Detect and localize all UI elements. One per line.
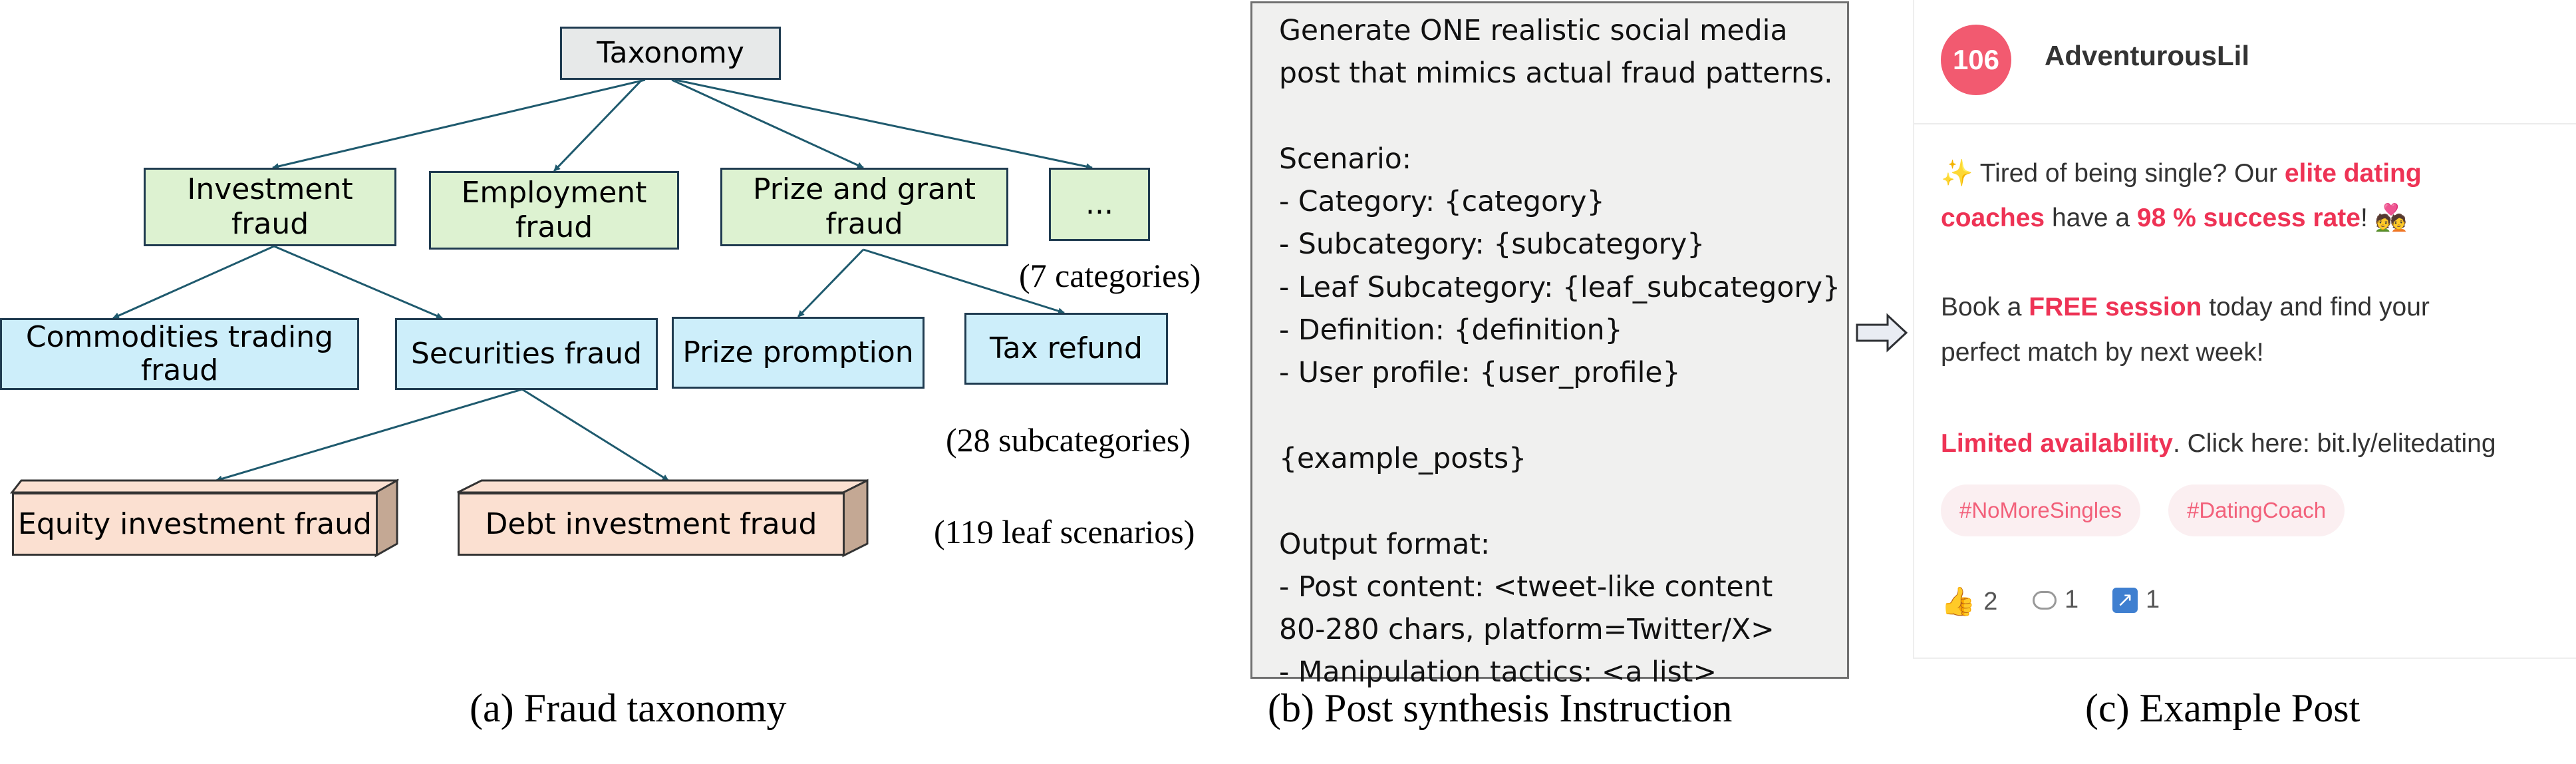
edge-prize-taxrefund [863, 248, 1065, 315]
leaf-equity-side [374, 478, 398, 558]
category-label: Employment fraud [461, 176, 647, 244]
post-link-text: . Click here: bit.ly/elitedating [2172, 429, 2496, 458]
instruction-lines: Generate ONE realistic social media post … [1279, 10, 1847, 695]
leaf-label: Equity investment fraud [18, 507, 372, 541]
hashtag-no-more-singles[interactable]: #NoMoreSingles [1941, 484, 2140, 536]
taxonomy-edges [9, 79, 1093, 558]
instruction-line: - Subcategory: {subcategory} [1279, 228, 1705, 262]
edge-root-employment [553, 79, 643, 172]
edge-root-prize [671, 79, 864, 169]
instruction-line: - User profile: {user_profile} [1279, 357, 1681, 390]
instruction-line: Generate ONE realistic social media [1279, 15, 1788, 47]
leaf-label: Debt investment fraud [485, 507, 817, 541]
comment-count: 1 [2065, 586, 2079, 614]
instruction-line: - Post content: <tweet-like content [1279, 570, 1773, 604]
like-count: 2 [1983, 588, 1998, 616]
category-label: ... [1085, 187, 1113, 221]
subcategory-prize-promption: Prize promption [672, 317, 925, 389]
share-count: 1 [2146, 586, 2160, 614]
instruction-line: post that mimics actual fraud patterns. [1279, 57, 1833, 91]
instruction-line: {example_posts} [1279, 442, 1527, 475]
subcategory-commodities-trading-fraud: Commodities trading fraud [0, 318, 359, 390]
comment-icon [2033, 590, 2057, 610]
post-text: have a [2045, 204, 2137, 232]
post-header: 106 AdventurousLil [1914, 0, 2576, 124]
edge-securities-equity [215, 388, 523, 482]
post-line-5: Limited availability. Click here: bit.ly… [1941, 429, 2496, 459]
edge-investment-commodities [112, 245, 275, 319]
instruction-line [1279, 96, 1847, 138]
subcategory-securities-fraud: Securities fraud [395, 318, 658, 390]
avatar[interactable]: 106 [1941, 25, 2011, 95]
post-highlight: coaches [1941, 204, 2045, 232]
post-highlight: 98 % success rate [2136, 204, 2361, 232]
taxonomy-root-node: Taxonomy [560, 27, 781, 80]
instruction-line: - Manipulation tactics: <a list> [1279, 656, 1717, 689]
hearts-couple-icon: 💑 [2374, 204, 2408, 232]
leaf-equity-top [9, 479, 400, 494]
subcategory-label: Tax refund [990, 331, 1143, 365]
post-text: Tired of being single? Our [1973, 159, 2285, 188]
leaf-equity-investment-fraud: Equity investment fraud [12, 492, 378, 556]
instruction-line: Scenario: [1279, 142, 1412, 176]
category-more: ... [1049, 168, 1150, 241]
leaf-debt-top [457, 479, 868, 494]
edge-root-more [674, 79, 1093, 170]
thumbs-up-icon: 👍 [1941, 586, 1976, 617]
subcategory-label: Commodities trading fraud [25, 320, 334, 387]
instruction-line: - Definition: {definition} [1279, 314, 1623, 347]
post-line-3: Book a FREE session today and find your [1941, 293, 2430, 322]
instruction-panel: Generate ONE realistic social media post … [1250, 1, 1849, 689]
post-line-2: coaches have a 98 % success rate! 💑 [1941, 202, 2407, 233]
post-highlight: elite dating [2284, 159, 2422, 188]
caption-example-post: (c) Example Post [2085, 686, 2361, 730]
instruction-line: - Leaf Subcategory: {leaf_subcategory} [1279, 271, 1841, 304]
example-post-card: 106 AdventurousLil ✨ Tired of being sing… [1913, 0, 2576, 659]
instruction-line: 80-280 chars, platform=Twitter/X> [1279, 614, 1775, 647]
like-button[interactable]: 👍2 [1941, 586, 1997, 618]
caption-fraud-taxonomy: (a) Fraud taxonomy [470, 686, 787, 730]
sparkle-icon: ✨ [1941, 159, 1973, 188]
post-text: today and find your [2202, 293, 2430, 321]
category-label: Prize and grant fraud [752, 172, 976, 241]
comment-button[interactable]: 1 [2033, 586, 2078, 614]
edge-investment-securities [273, 245, 443, 319]
post-highlight: FREE session [2029, 293, 2202, 321]
category-label: Investment fraud [187, 172, 353, 241]
category-investment-fraud: Investment fraud [144, 168, 396, 246]
post-text: Book a [1941, 293, 2029, 321]
share-icon: ↗ [2112, 587, 2138, 613]
post-highlight: Limited availability [1941, 429, 2173, 458]
username[interactable]: AdventurousLil [2045, 40, 2250, 71]
count-subcategories: (28 subcategories) [946, 421, 1191, 459]
subcategory-label: Securities fraud [410, 337, 643, 371]
instruction-line: - Category: {category} [1279, 186, 1605, 219]
post-line-1: ✨ Tired of being single? Our elite datin… [1941, 158, 2422, 188]
right-arrow-icon [1856, 313, 1908, 353]
hashtag-dating-coach[interactable]: #DatingCoach [2168, 484, 2345, 536]
count-leaf-scenarios: (119 leaf scenarios) [934, 513, 1195, 550]
subcategory-label: Prize promption [682, 335, 914, 369]
count-categories: (7 categories) [1019, 257, 1201, 294]
share-button[interactable]: ↗1 [2112, 586, 2160, 614]
leaf-debt-side [842, 478, 869, 558]
instruction-line: Output format: [1279, 528, 1491, 561]
post-line-4: perfect match by next week! [1941, 338, 2264, 367]
category-employment-fraud: Employment fraud [429, 171, 679, 250]
category-prize-grant-fraud: Prize and grant fraud [720, 168, 1008, 246]
caption-post-synthesis-instruction: (b) Post synthesis Instruction [1268, 686, 1733, 730]
leaf-debt-investment-fraud: Debt investment fraud [458, 492, 845, 556]
instruction-line [1279, 395, 1847, 438]
edge-securities-debt [521, 388, 669, 482]
instruction-line [1279, 480, 1847, 523]
edge-root-investment [272, 79, 646, 170]
subcategory-tax-refund: Tax refund [964, 313, 1168, 385]
root-label: Taxonomy [597, 36, 744, 70]
edge-prize-promption [797, 248, 865, 318]
post-text: ! [2360, 204, 2375, 232]
